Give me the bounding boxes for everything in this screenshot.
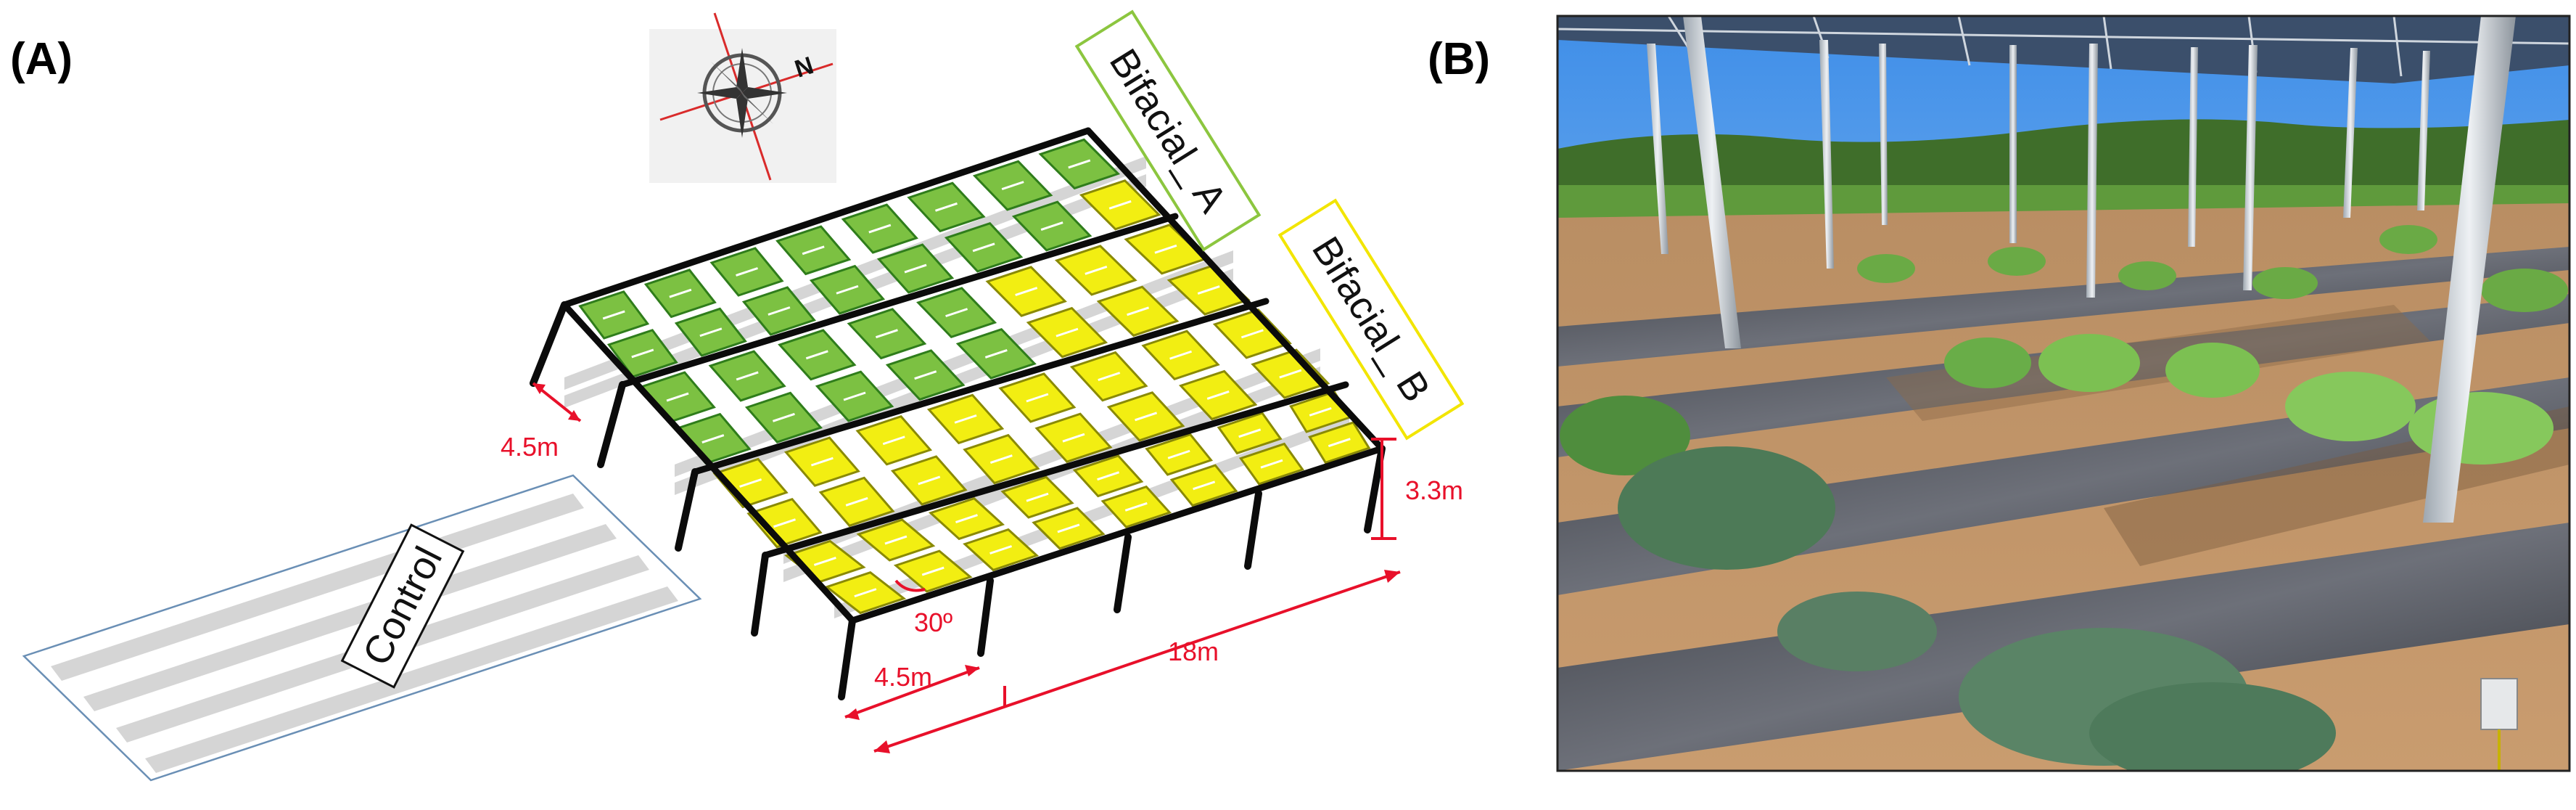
panel-b-letter: (B) [1428,34,1490,84]
panel-cell-divider [1169,350,1193,360]
panel-cell-divider [843,391,866,401]
dimension-tilt-label: 30º [914,608,952,637]
panel-cell-divider [1098,372,1121,382]
panel-cell-divider [1055,327,1079,338]
compass-icon: N [649,12,836,183]
dimension-spacing-side-label: 4.5m [501,432,559,462]
panel-cell-divider [854,588,877,598]
panel-cell-divider [802,245,825,255]
panel-cell-divider [989,454,1013,465]
panel-cell-divider [955,514,978,524]
panel-b: (B) [1428,15,2571,772]
panel-cell-divider [921,566,945,576]
panel-cell-divider [1026,492,1049,502]
panel-cell-divider [1108,200,1132,210]
panel-cell-divider [989,545,1013,555]
panel-cell-divider [1085,265,1108,275]
panel-cell-divider [1015,287,1038,296]
bifacial-a-panels [578,138,1121,465]
panel-cell-divider [736,267,758,277]
panel-cell-divider [1328,438,1351,448]
panel-cell-divider [768,306,791,316]
panel-cell-divider [954,414,977,424]
panel-cell-divider [1062,433,1085,443]
panel-cell-divider [884,535,908,545]
panel-cell-divider [1040,221,1063,231]
panel-cell-divider [935,202,958,212]
panel-cell-divider [945,308,968,318]
panel-cell-divider [1068,159,1091,169]
panel-cell-divider [773,518,796,528]
panel-cell-divider [699,327,723,338]
panel-cell-divider [666,392,689,402]
panel-cell-divider [810,457,834,467]
panel-cell-divider [1309,406,1332,417]
panel-cell-divider [836,285,859,295]
dimension-length: 18m [873,570,1401,753]
panel-cell-divider [669,288,692,298]
panel-cell-divider [914,370,937,380]
dimension-height-label: 3.3m [1405,475,1463,505]
dimension-length-label: 18m [1168,637,1219,666]
panel-cell-divider [868,224,892,234]
panel-cell-divider [882,435,905,446]
panel-cell-divider [1260,459,1283,469]
panel-cell-divider [1238,428,1262,438]
panel-cell-divider [772,412,795,422]
panel-cell-divider [984,348,1008,359]
dimension-height: 3.3m [1371,438,1463,540]
panel-cell-divider [1057,523,1080,533]
panel-cell-divider [1193,480,1216,491]
panel-a: (A) N [10,9,1465,782]
panel-cell-divider [972,242,995,253]
panel-cell-divider [1097,471,1120,481]
panel-cell-divider [1127,306,1150,316]
dimension-spacing-front-label: 4.5m [874,662,932,692]
structure-beams [561,127,1386,624]
panel-cell-divider [904,263,927,274]
agrivoltaic-field-photo [1556,15,2571,772]
panel-cell-divider [1279,369,1302,379]
panel-cell-divider [1167,449,1190,459]
panel-cell-divider [1206,390,1230,400]
panel-cell-divider [631,348,654,359]
support-posts [530,301,1386,700]
panel-cell-divider [736,371,759,381]
panel-cell-divider [1001,181,1024,191]
panel-a-letter: (A) [10,34,73,84]
panel-cell-divider [739,478,762,488]
panel-cell-divider [805,350,828,360]
dimension-spacing-side: 4.5m [501,382,582,462]
panel-cell-divider [1197,285,1220,295]
panel-cell-divider [1240,329,1264,339]
bifacial-b-panels [712,179,1371,615]
panel-cell-divider [845,496,868,507]
panel-cell-divider [1154,244,1177,254]
control-plot: Control [22,474,702,782]
dimension-tilt: 30º [894,579,952,637]
dimension-spacing-front: 4.5m [844,662,980,720]
panel-cell-divider [701,434,725,443]
panel-cell-divider [1135,412,1158,422]
panel-cell-divider [1124,502,1148,512]
panel-cell-divider [1026,393,1049,403]
panel-cell-divider [813,557,836,566]
panel-cell-divider [918,475,941,486]
panel-cell-divider [602,310,625,320]
panel-cell-divider [875,329,898,339]
